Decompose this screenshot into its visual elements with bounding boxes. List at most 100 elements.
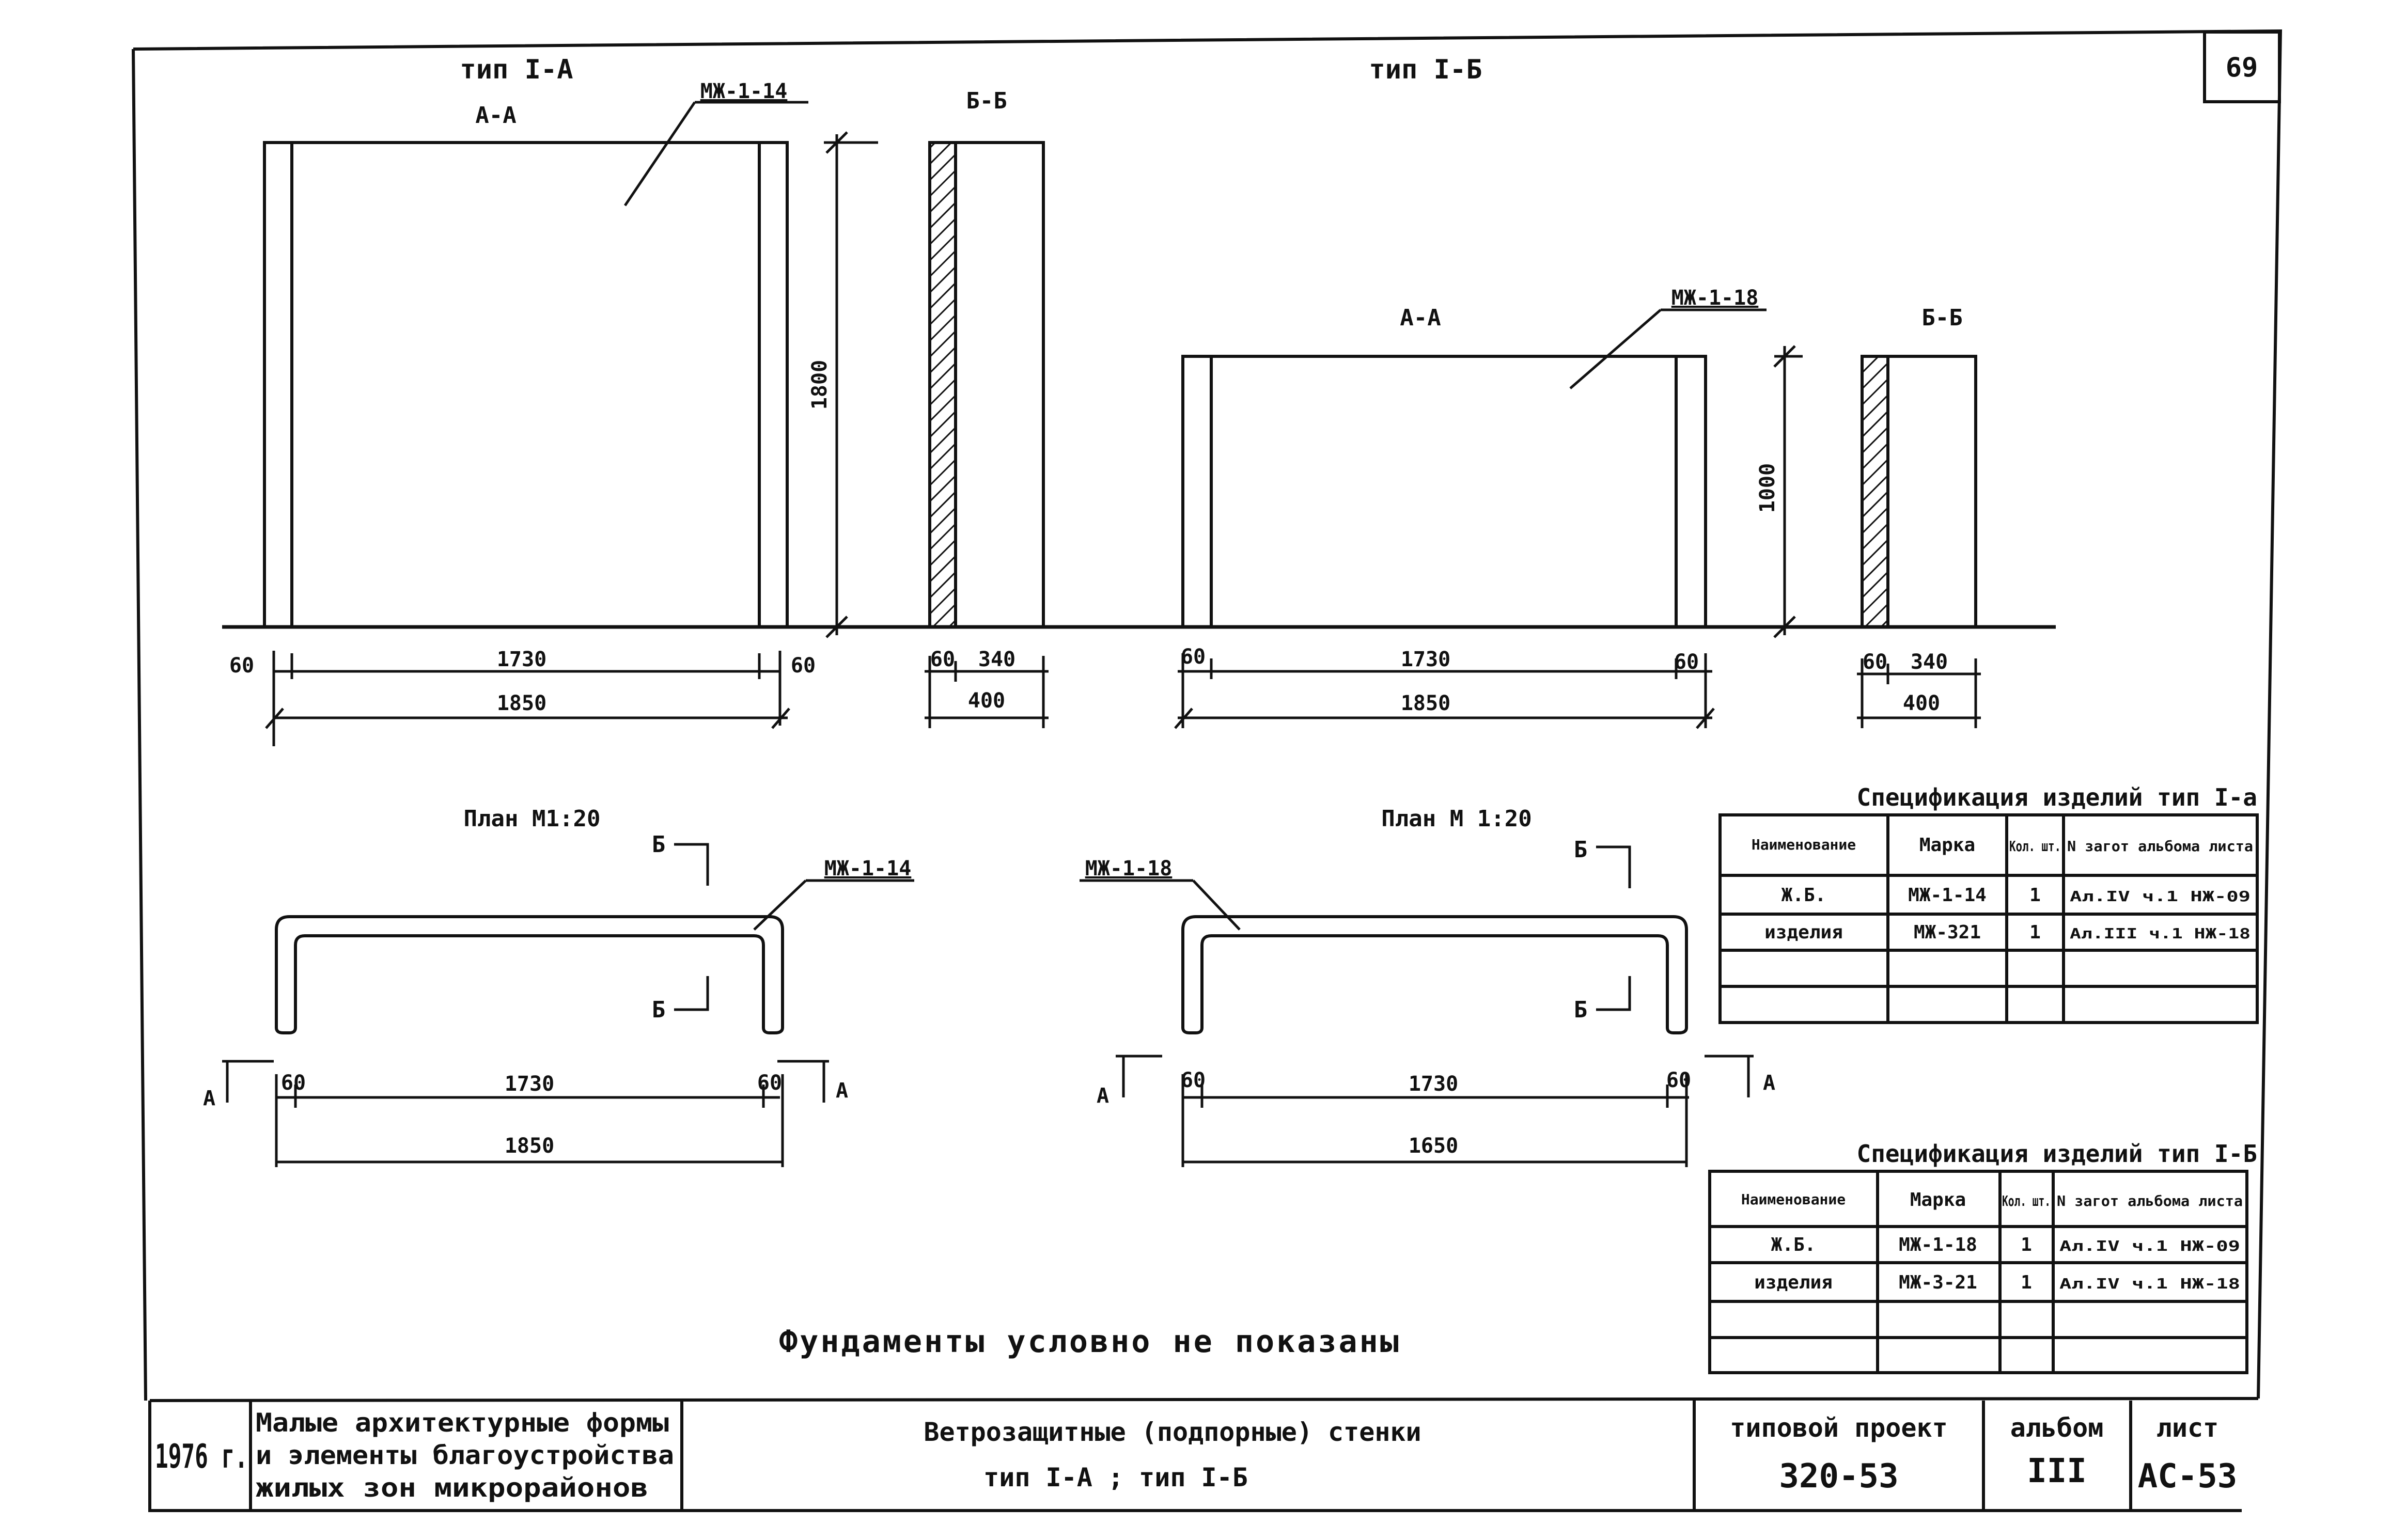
type-a-plan-outline [275, 915, 784, 1034]
type-b-plan-mark: МЖ-1-18 [1085, 857, 1173, 881]
type-b-section-bb: Б-Б [1861, 305, 1977, 628]
spec-b-header-name: Наименование [1741, 1191, 1846, 1208]
type-b-height-dim [1773, 345, 1803, 638]
type-a-plan-cut-bottom: Б [652, 997, 666, 1023]
type-a-bb-dim-left: 60 [930, 648, 955, 671]
title-series-line3: жилых зон микрорайонов [256, 1473, 648, 1503]
type-b-plan-dim-middle: 1730 [1409, 1072, 1458, 1096]
drawing-title-line2: тип I-А ; тип I-Б [983, 1463, 1248, 1492]
type-b-dim-left: 60 [1181, 645, 1206, 669]
title-year: 1976 г. [155, 1438, 248, 1476]
spec-a-header-qty: Кол. шт. [2009, 838, 2061, 855]
spec-b-r0-c3: Ал.IV ч.1 НЖ-09 [2059, 1237, 2240, 1254]
spec-b-r1-c2: 1 [2021, 1272, 2032, 1293]
spec-b-r0-c1: МЖ-1-18 [1899, 1234, 1977, 1255]
spec-b-header-ref: N загот альбома листа [2057, 1192, 2243, 1209]
type-b-height-value: 1000 [1756, 463, 1779, 513]
type-a-dim-total: 1850 [497, 692, 546, 715]
type-a-height-dim [824, 131, 878, 638]
spec-a-title: Спецификация изделий тип I-а [1857, 783, 2257, 811]
type-a-section-bb: Б-Б [928, 88, 1045, 628]
title-block: 1976 г. Малые архитектурные формы и элем… [148, 1397, 2259, 1512]
spec-a-header-ref: N загот альбома листа [2067, 838, 2253, 855]
foundation-note: Фундаменты условно не показаны [779, 1324, 1401, 1360]
spec-a-r1-c1: МЖ-321 [1914, 922, 1981, 943]
type-a-dim-middle: 1730 [497, 648, 546, 671]
type-a-plan-dim-left: 60 [281, 1071, 306, 1095]
sheet-label: лист [2156, 1413, 2218, 1443]
type-a-bottom-dims [265, 651, 790, 746]
spec-b-r0-c2: 1 [2021, 1234, 2032, 1255]
type-a-bb-dim-total: 400 [968, 689, 1005, 713]
type-b-section-bb-label: Б-Б [1921, 305, 1962, 331]
spec-a-r1-c0: изделия [1764, 922, 1843, 943]
type-b-bb-dim-right: 340 [1911, 650, 1948, 674]
project-value: 320-53 [1779, 1457, 1898, 1496]
type-b-plan-title: План М 1:20 [1381, 806, 1532, 832]
type-a-wall-outline [263, 141, 789, 628]
type-b-plan-outline [1181, 915, 1688, 1034]
drawing-title-line1: Ветрозащитные (подпорные) стенки [924, 1417, 1421, 1447]
type-a-plan-cut-top: Б [652, 831, 666, 858]
type-a-plan: План М1:20 МЖ-1-14 Б Б А А 60 [203, 806, 914, 1167]
type-b-plan-dim-left: 60 [1181, 1068, 1206, 1092]
type-b-plan: План М 1:20 МЖ-1-18 Б Б А А 60 1730 [1080, 806, 1775, 1167]
type-a-plan-dim-total: 1850 [505, 1134, 554, 1158]
sheet-value: АС-53 [2138, 1457, 2238, 1496]
spec-a-header-mark: Марка [1919, 835, 1975, 856]
type-a-plan-dim-middle: 1730 [505, 1072, 554, 1096]
sheet-number: 69 [2226, 52, 2258, 83]
type-b-bb-dim-total: 400 [1903, 692, 1940, 715]
project-label: типовой проект [1730, 1413, 1947, 1443]
sheet-number-box: 69 [2203, 30, 2281, 103]
spec-b-r0-c0: Ж.Б. [1771, 1234, 1816, 1255]
type-a-part-mark: МЖ-1-14 [700, 80, 788, 103]
spec-b-header-mark: Марка [1910, 1189, 1966, 1211]
spec-b-header-qty: Кол. шт. [2002, 1192, 2051, 1209]
spec-b-r1-c0: изделия [1754, 1272, 1833, 1293]
type-b-bb-dims [1857, 658, 1981, 728]
spec-b-r1-c1: МЖ-3-21 [1899, 1272, 1977, 1293]
type-b-section-aa-label: А-А [1400, 305, 1441, 331]
type-a-plan-section-right: А [836, 1079, 848, 1103]
type-b-plan-cut-top: Б [1574, 837, 1588, 863]
spec-a-r0-c0: Ж.Б. [1781, 885, 1826, 906]
type-b-bottom-dims [1174, 653, 1715, 729]
spec-table-b: Спецификация изделий тип I-Б Наименовани… [1708, 1140, 2257, 1374]
type-b-elevation: А-А МЖ-1-18 1000 [1181, 286, 1803, 638]
spec-a-r1-c3: Ал.III ч.1 НЖ-18 [2070, 925, 2251, 942]
type-a-elevation: А-А МЖ-1-14 1800 [263, 80, 878, 638]
type-a-section-aa-label: А-А [475, 102, 516, 129]
type-b-dim-total: 1850 [1401, 692, 1450, 715]
spec-b-r1-c3: Ал.IV ч.1 НЖ-18 [2059, 1275, 2240, 1292]
album-label: альбом [2010, 1413, 2104, 1443]
type-a-plan-mark: МЖ-1-14 [824, 857, 912, 881]
spec-a-r1-c2: 1 [2029, 922, 2041, 943]
type-b-title: тип I-Б [1369, 54, 1482, 85]
spec-b-title: Спецификация изделий тип I-Б [1857, 1140, 2257, 1168]
type-b-dim-right: 60 [1674, 650, 1699, 674]
type-a-bb-dim-right: 340 [978, 648, 1015, 671]
title-series-line1: Малые архитектурные формы [256, 1408, 669, 1438]
type-b-bb-dim-left: 60 [1863, 650, 1887, 674]
type-a-title: тип I-А [460, 54, 573, 85]
type-b-plan-dim-total: 1650 [1409, 1134, 1458, 1158]
title-series-line2: и элементы благоустройства [256, 1440, 674, 1470]
type-a-height-value: 1800 [808, 360, 832, 410]
spec-table-a: Спецификация изделий тип I-а Наименовани… [1718, 783, 2259, 1024]
type-b-plan-cut-bottom: Б [1574, 997, 1588, 1023]
type-a-plan-section-left: А [203, 1087, 215, 1110]
type-a-plan-dim-right: 60 [757, 1071, 782, 1095]
type-a-bb-dims [925, 656, 1049, 728]
type-b-part-mark: МЖ-1-18 [1671, 286, 1759, 310]
type-a-dim-right: 60 [791, 654, 816, 678]
spec-a-r0-c3: Ал.IV ч.1 НЖ-09 [2070, 888, 2251, 905]
album-value: III [2027, 1452, 2087, 1490]
type-b-wall-outline [1181, 355, 1707, 628]
type-a-plan-title: План М1:20 [464, 806, 601, 832]
type-b-dim-middle: 1730 [1401, 648, 1450, 671]
type-b-leader [1569, 308, 1767, 389]
spec-a-r0-c2: 1 [2029, 885, 2041, 906]
